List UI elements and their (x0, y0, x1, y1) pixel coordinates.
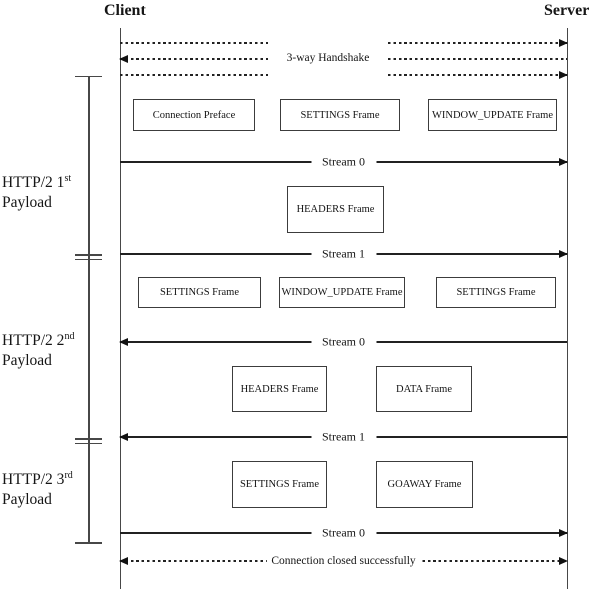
bracket-tick-bottom (75, 542, 102, 544)
arrowhead-left-icon (119, 432, 128, 441)
connection-closed-label: Connection closed successfully (266, 554, 421, 567)
frame-box-headers-p1: HEADERS Frame (287, 186, 384, 233)
payload-1-label-ordinal: st (64, 173, 72, 184)
arrowhead-left-icon (119, 54, 128, 63)
stream0-label-p2: Stream 0 (311, 334, 376, 350)
arrowhead-right-icon (559, 556, 568, 565)
frame-box-headers-p2: HEADERS Frame (232, 366, 327, 412)
payload-2-label-prefix: HTTP/2 2 (2, 332, 65, 350)
arrowhead-right-icon (559, 70, 568, 79)
handshake-msg1-left-segment (120, 42, 268, 44)
frame-box-connection-preface: Connection Preface (133, 99, 255, 131)
payload-bracket-line (88, 76, 90, 543)
arrowhead-right-icon (559, 38, 568, 47)
stream1-label-p2: Stream 1 (311, 429, 376, 445)
frame-box-settings-a-p2: SETTINGS Frame (138, 277, 261, 308)
payload-2-label-line2: Payload (2, 352, 52, 370)
connection-closed-arrow: Connection closed successfully (119, 554, 568, 567)
stream0-arrow-p2: Stream 0 (119, 334, 567, 350)
payload-1-label-line2: Payload (2, 194, 52, 212)
bracket-tick-top (75, 75, 102, 77)
stream1-arrow-p1: Stream 1 (120, 246, 568, 262)
handshake-label: 3-way Handshake (286, 52, 370, 64)
frame-box-goaway-p3: GOAWAY Frame (376, 461, 473, 508)
stream1-label-p1: Stream 1 (311, 246, 376, 262)
payload-3-label: HTTP/2 3rd Payload (2, 466, 73, 510)
bracket-tick-break1-a (75, 254, 102, 256)
frame-box-data-p2: DATA Frame (376, 366, 472, 412)
payload-2-label-ordinal: nd (64, 331, 75, 342)
server-lifeline (567, 28, 569, 589)
arrowhead-left-icon (119, 337, 128, 346)
stream1-arrow-p2: Stream 1 (119, 429, 567, 445)
arrowhead-right-icon (559, 157, 568, 166)
handshake-msg2-right-segment (388, 58, 567, 60)
frame-box-window-update-p2: WINDOW_UPDATE Frame (279, 277, 405, 308)
arrowhead-left-icon (119, 556, 128, 565)
frame-box-settings-b-p2: SETTINGS Frame (436, 277, 556, 308)
handshake-msg3-left-segment (120, 74, 268, 76)
payload-3-label-line2: Payload (2, 491, 52, 509)
frame-box-window-update-p1: WINDOW_UPDATE Frame (428, 99, 557, 131)
handshake-msg1-right-segment (388, 38, 568, 47)
handshake-msg2-left-segment (119, 54, 268, 63)
frame-box-settings-p3: SETTINGS Frame (232, 461, 327, 508)
bracket-tick-break1-b (75, 258, 102, 260)
server-actor-label: Server (544, 2, 590, 19)
client-actor-label: Client (104, 2, 146, 19)
payload-1-label: HTTP/2 1st Payload (2, 169, 71, 213)
arrowhead-right-icon (559, 528, 568, 537)
arrowhead-right-icon (559, 249, 568, 258)
payload-1-label-prefix: HTTP/2 1 (2, 174, 65, 192)
client-lifeline (120, 28, 122, 589)
bracket-tick-break2-a (75, 438, 102, 440)
bracket-tick-break2-b (75, 442, 102, 444)
payload-3-label-prefix: HTTP/2 3 (2, 471, 65, 489)
handshake-msg3-right-segment (388, 70, 568, 79)
stream0-arrow-p3: Stream 0 (120, 525, 568, 541)
payload-2-label: HTTP/2 2nd Payload (2, 327, 74, 371)
stream0-label-p1: Stream 0 (311, 154, 376, 170)
payload-3-label-ordinal: rd (64, 470, 73, 481)
frame-box-settings-p1: SETTINGS Frame (280, 99, 400, 131)
stream0-label-p3: Stream 0 (311, 525, 376, 541)
stream0-arrow-p1: Stream 0 (120, 154, 568, 170)
